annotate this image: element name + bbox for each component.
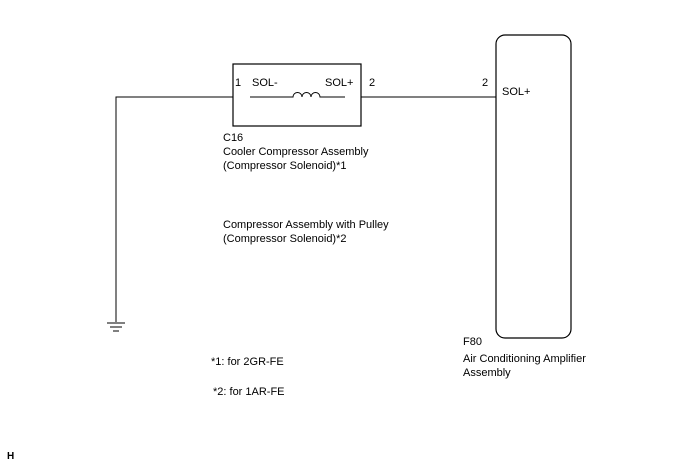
solenoid-label-sol-minus: SOL-	[252, 77, 278, 89]
solenoid-name-line2: (Compressor Solenoid)*1	[223, 160, 347, 172]
amplifier-label-sol-plus: SOL+	[502, 86, 531, 98]
solenoid-pin-2: 2	[369, 77, 376, 89]
amplifier-connector-code: F80	[463, 336, 482, 348]
coil-icon	[250, 92, 345, 98]
amplifier-name-line2: Assembly	[463, 367, 511, 379]
corner-mark: H	[7, 451, 15, 462]
amplifier-box	[495, 34, 572, 339]
amplifier-pin-2: 2	[482, 77, 489, 89]
solenoid-box	[232, 63, 362, 127]
solenoid-alt-name-line2: (Compressor Solenoid)*2	[223, 233, 347, 245]
footnote-2: *2: for 1AR-FE	[213, 386, 285, 398]
solenoid-connector-code: C16	[223, 132, 244, 144]
footnote-1: *1: for 2GR-FE	[211, 356, 284, 368]
solenoid-name-line1: Cooler Compressor Assembly	[223, 146, 369, 158]
ground-icon	[107, 322, 125, 332]
amplifier-name-line1: Air Conditioning Amplifier	[463, 353, 586, 365]
solenoid-label-sol-plus: SOL+	[325, 77, 354, 89]
solenoid-alt-name-line1: Compressor Assembly with Pulley	[223, 219, 389, 231]
wire-ground	[115, 96, 233, 322]
solenoid-pin-1: 1	[235, 77, 242, 89]
